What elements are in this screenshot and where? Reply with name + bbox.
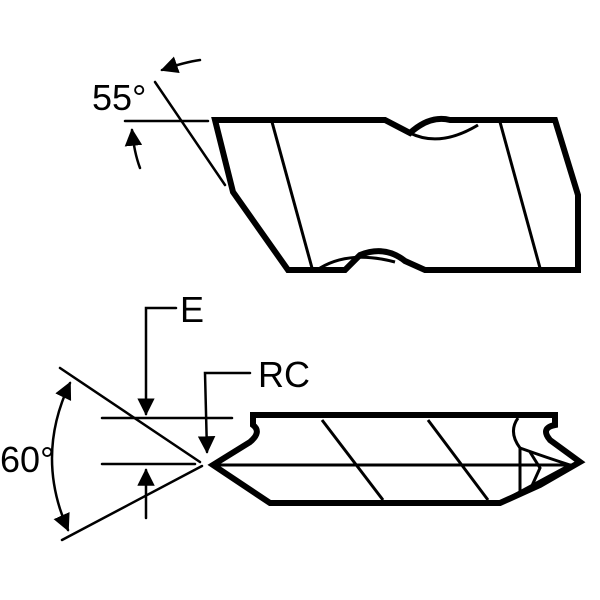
bottom-notch-curve xyxy=(319,255,396,270)
bottom-right-inner xyxy=(528,451,542,491)
angle-55-label: 55° xyxy=(92,77,146,118)
angle-55-slope-line xyxy=(153,80,227,187)
dim-rc-label: RC xyxy=(258,354,310,395)
top-view: 55° xyxy=(92,56,581,273)
top-left-edge-line xyxy=(270,121,314,269)
bottom-view: 60° E RC xyxy=(0,289,586,542)
angle-60-upper-line xyxy=(58,366,202,464)
dim-e-leader-top xyxy=(137,306,178,416)
bottom-right-wedge xyxy=(504,446,574,502)
top-notch-curve xyxy=(409,123,479,141)
top-insert-outline xyxy=(211,115,581,273)
bottom-right-profile xyxy=(512,417,522,492)
bottom-diagonal-2 xyxy=(426,419,490,501)
dim-e-label: E xyxy=(180,289,204,330)
angle-60-lower-line xyxy=(60,464,204,542)
top-right-edge-line xyxy=(498,121,542,269)
angle-55-arrow-upper xyxy=(160,56,202,74)
angle-60-label: 60° xyxy=(0,439,54,480)
bottom-insert-outline xyxy=(207,412,586,506)
dim-rc-leader xyxy=(197,371,252,454)
angle-55-arrow-lower xyxy=(124,128,143,170)
angle-60-arc xyxy=(50,381,72,532)
bottom-diagonal-1 xyxy=(320,419,385,501)
